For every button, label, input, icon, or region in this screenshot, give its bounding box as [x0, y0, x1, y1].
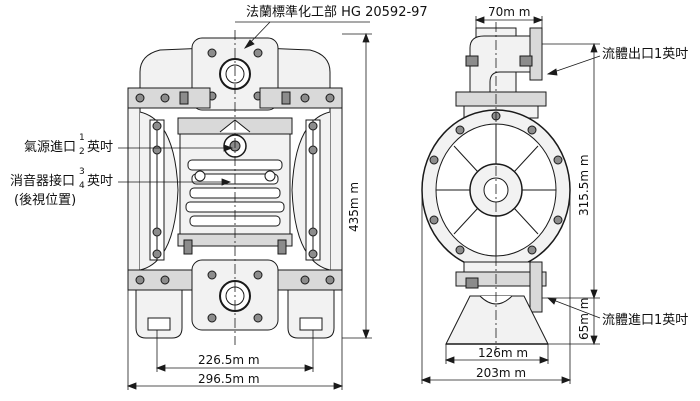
- left-chamber: [128, 108, 140, 272]
- muffler-numerator: 3: [79, 167, 85, 177]
- muffler-denominator: 4: [79, 181, 85, 191]
- air-inlet-denominator: 2: [79, 147, 85, 157]
- left-foot: [136, 290, 182, 338]
- right-chamber: [330, 108, 342, 272]
- dim-base-inner: 126m m: [478, 346, 529, 360]
- air-inlet-label: 氣源進口: [24, 140, 77, 155]
- front-dimensions: [118, 22, 372, 390]
- right-foot: [288, 290, 334, 338]
- dim-width-inner: 226.5m m: [198, 353, 260, 367]
- side-top-flange: [530, 28, 542, 80]
- dim-base-outer: 203m m: [476, 366, 527, 380]
- flange-standard-label: 法蘭標準化工部 HG 20592-97: [246, 5, 428, 20]
- dim-height-total: 435m m: [347, 181, 361, 232]
- dim-width-outer: 296.5m m: [198, 372, 260, 386]
- muffler-label: 消音器接口: [10, 174, 76, 189]
- air-inlet-unit: 英吋: [87, 140, 114, 155]
- dim-top-flange: 70m m: [488, 5, 531, 19]
- side-bottom-flange: [530, 262, 542, 312]
- dim-height-side: 315.5m m: [577, 154, 591, 216]
- air-inlet-numerator: 1: [79, 133, 85, 143]
- side-view: [422, 22, 570, 350]
- rear-view-note: (後視位置): [14, 193, 77, 208]
- dim-bottom-height: 65m m: [577, 297, 591, 340]
- front-view: [128, 30, 342, 345]
- side-dimensions: [422, 16, 600, 384]
- muffler-unit: 英吋: [87, 174, 114, 189]
- fluid-outlet-label: 流體出口1英吋: [602, 47, 689, 62]
- fluid-inlet-label: 流體進口1英吋: [602, 313, 689, 328]
